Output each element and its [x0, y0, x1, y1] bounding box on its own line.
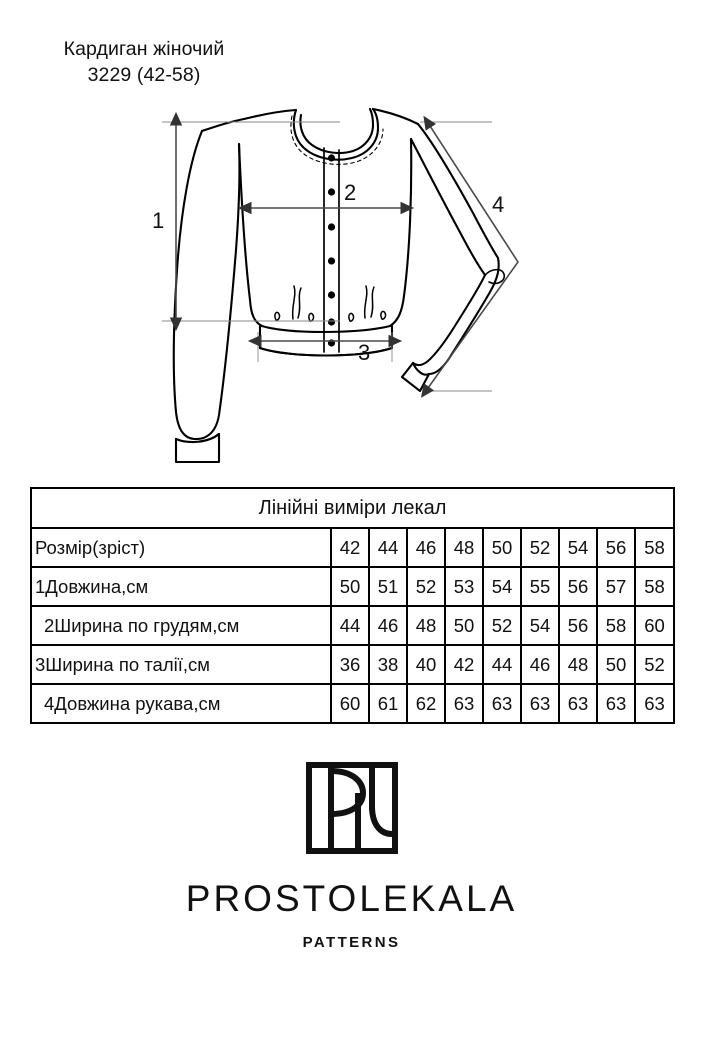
- measure-cell: 63: [520, 683, 560, 724]
- brand-subtitle: PATTERNS: [302, 934, 401, 951]
- measure-cell: 63: [558, 683, 598, 724]
- measure-cell: 63: [596, 683, 636, 724]
- table-title: Лінійні виміри лекал: [29, 487, 676, 529]
- size-cell: 58: [633, 527, 676, 568]
- pl-monogram-logo-icon: [305, 762, 398, 854]
- measure-cell: 46: [520, 644, 560, 685]
- brand-footer: PROSTOLEKALA PATTERNS: [0, 762, 703, 950]
- measure-cell: 36: [330, 644, 370, 685]
- garment-technical-drawing: 1 2 3 4: [140, 100, 560, 470]
- size-cell: 42: [330, 527, 370, 568]
- size-cell: 52: [520, 527, 560, 568]
- measure-cell: 48: [558, 644, 598, 685]
- measure-cell: 56: [558, 605, 598, 646]
- size-cell: 50: [482, 527, 522, 568]
- dimension-label-3: 3: [358, 340, 370, 365]
- size-cell: 56: [596, 527, 636, 568]
- size-cell: 48: [444, 527, 484, 568]
- table-row: 2Ширина по грудям,см 44 46 48 50 52 54 5…: [30, 605, 676, 646]
- page-title-line-2: 3229 (42-58): [87, 64, 201, 86]
- measure-cell: 50: [330, 566, 370, 607]
- dimension-label-1: 1: [152, 208, 164, 233]
- page-title-line-1: Кардиган жіночий: [63, 38, 225, 60]
- size-cell: 44: [368, 527, 408, 568]
- measure-cell: 56: [558, 566, 598, 607]
- measure-cell: 40: [406, 644, 446, 685]
- measure-cell: 54: [482, 566, 522, 607]
- measure-cell: 38: [368, 644, 408, 685]
- measure-cell: 51: [368, 566, 408, 607]
- measure-cell: 52: [482, 605, 522, 646]
- measure-cell: 63: [482, 683, 522, 724]
- page-title: Кардиган жіночий 3229 (42-58): [0, 36, 500, 88]
- measure-cell: 58: [633, 566, 676, 607]
- measure-cell: 60: [330, 683, 370, 724]
- measure-cell: 53: [444, 566, 484, 607]
- measure-cell: 63: [444, 683, 484, 724]
- row-label-size: Розмір(зріст): [30, 527, 332, 568]
- row-label-length: 1Довжина,см: [30, 566, 332, 607]
- table-row: 4Довжина рукава,см 60 61 62 63 63 63 63 …: [30, 683, 676, 724]
- measure-cell: 52: [633, 644, 676, 685]
- brand-name: PROSTOLEKALA: [185, 878, 518, 919]
- measure-cell: 44: [482, 644, 522, 685]
- row-label-sleeve-length: 4Довжина рукава,см: [30, 683, 332, 724]
- dimension-label-4: 4: [492, 192, 504, 217]
- size-cell: 54: [558, 527, 598, 568]
- measure-cell: 61: [368, 683, 408, 724]
- row-label-chest-width: 2Ширина по грудям,см: [30, 605, 332, 646]
- table-title-row: Лінійні виміри лекал: [29, 487, 676, 529]
- measure-cell: 44: [330, 605, 370, 646]
- measure-cell: 50: [596, 644, 636, 685]
- measure-cell: 54: [520, 605, 560, 646]
- button-dots: [327, 154, 336, 347]
- dimension-arrow-4: [420, 115, 519, 398]
- measure-cell: 60: [633, 605, 676, 646]
- table-row: 3Ширина по талії,см 36 38 40 42 44 46 48…: [30, 644, 676, 685]
- measure-cell: 46: [368, 605, 408, 646]
- measure-cell: 63: [633, 683, 676, 724]
- linear-measurements-table: Лінійні виміри лекал Розмір(зріст) 42 44…: [29, 487, 676, 724]
- measure-cell: 57: [596, 566, 636, 607]
- measure-cell: 50: [444, 605, 484, 646]
- measure-cell: 42: [444, 644, 484, 685]
- measure-cell: 48: [406, 605, 446, 646]
- table-row-sizes: Розмір(зріст) 42 44 46 48 50 52 54 56 58: [30, 527, 676, 568]
- row-label-waist-width: 3Ширина по талії,см: [30, 644, 332, 685]
- measure-cell: 58: [596, 605, 636, 646]
- measure-cell: 52: [406, 566, 446, 607]
- measure-cell: 62: [406, 683, 446, 724]
- dimension-label-2: 2: [344, 180, 356, 205]
- measure-cell: 55: [520, 566, 560, 607]
- table-row: 1Довжина,см 50 51 52 53 54 55 56 57 58: [30, 566, 676, 607]
- size-cell: 46: [406, 527, 446, 568]
